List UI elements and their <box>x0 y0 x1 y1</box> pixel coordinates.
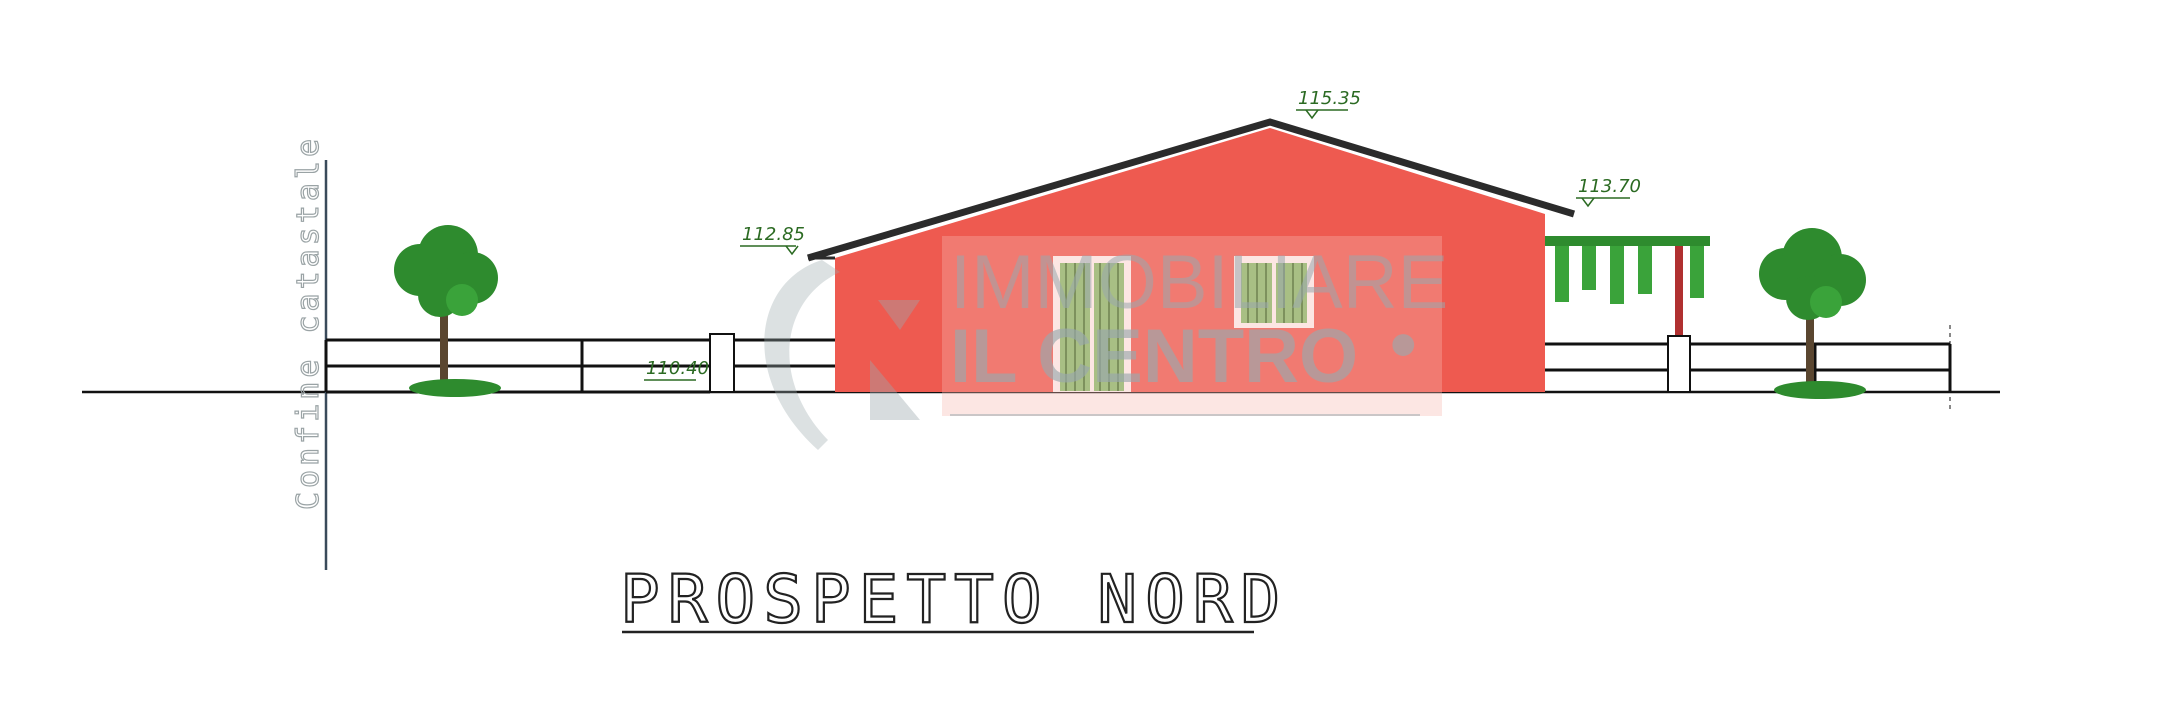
house-wall <box>835 128 1545 392</box>
right-fence <box>1545 342 1952 392</box>
drawing-title: PROSPETTO NORD <box>620 561 1288 638</box>
left-fence-pillar <box>709 333 735 393</box>
boundary-label: Confine catastale <box>291 135 326 510</box>
level-eave-left-text: 112.85 <box>742 224 805 245</box>
right-tree <box>1759 228 1866 399</box>
window <box>1234 256 1314 328</box>
watermark-line2: IL CENTRO <box>950 314 1358 399</box>
roof-line <box>807 118 1576 262</box>
level-eave-right-text: 113.70 <box>1578 176 1641 197</box>
right-fence-pillar <box>1667 335 1691 393</box>
watermark: IMMOBILIARE IL CENTRO • <box>764 236 1448 450</box>
level-ridge-text: 115.35 <box>1298 88 1361 109</box>
left-fence <box>324 338 835 394</box>
level-ground: 110.40 <box>644 358 709 381</box>
level-eave-left: 112.85 <box>740 224 805 256</box>
level-ground-text: 110.40 <box>646 358 709 379</box>
door <box>1053 256 1131 392</box>
watermark-dot: • <box>1390 302 1417 387</box>
pergola <box>1545 236 1710 336</box>
left-tree <box>394 225 501 397</box>
level-ridge: 115.35 <box>1296 88 1361 120</box>
watermark-line1: IMMOBILIARE <box>950 240 1448 325</box>
level-eave-right: 113.70 <box>1576 176 1641 208</box>
